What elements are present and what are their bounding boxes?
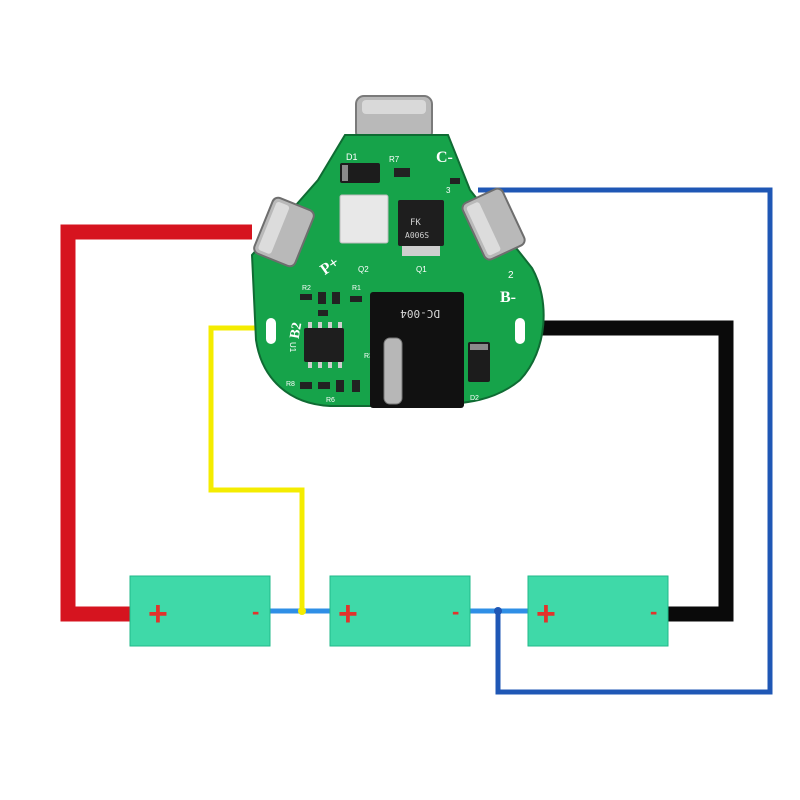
silk-r8: R8: [286, 381, 295, 388]
mosfet-q1: [398, 200, 444, 246]
silk-c-minus: C-: [436, 149, 453, 166]
right-nickel-tab: [461, 187, 526, 261]
cell-negative-sign: -: [650, 599, 657, 624]
cell-negative-sign: -: [252, 599, 259, 624]
cell-negative-sign: -: [452, 599, 459, 624]
diode-d1: [340, 163, 380, 183]
silk-r6: R6: [326, 397, 335, 404]
cell-positive-sign: +: [338, 595, 358, 633]
battery-cell: + -: [129, 575, 271, 647]
ic-u1: [304, 328, 344, 362]
cell-positive-sign: +: [148, 595, 168, 633]
silk-d1: D1: [346, 152, 358, 162]
silk-r1: R1: [352, 285, 361, 292]
silk-q2: Q2: [358, 265, 369, 274]
cell-positive-sign: +: [536, 595, 556, 633]
yellow-wire: [208, 325, 305, 611]
red-wire: [60, 224, 252, 622]
silk-b2: B2: [288, 321, 306, 340]
battery-cells: + - + - + -: [129, 575, 669, 647]
bms-board: D1 R7 C- FK A006S Q1 Q2 3 P+ 2 B- B2 R1 …: [250, 95, 545, 408]
black-wire: [522, 320, 734, 622]
silk-u1: U1: [288, 342, 297, 353]
top-nickel-tab-shade: [362, 100, 426, 114]
pad-white-large: [339, 194, 389, 244]
blue-wire: [478, 187, 773, 695]
mosfet-marking-1: FK: [410, 218, 421, 228]
battery-cell: + -: [527, 575, 669, 647]
pad-b-minus-slot: [515, 318, 525, 344]
silk-r3-mid: R3: [364, 353, 373, 360]
silk-r2: R2: [302, 285, 311, 292]
blue-junction-dot: [494, 607, 502, 615]
mosfet-marking-2: A006S: [405, 231, 429, 240]
yellow-junction-dot: [298, 607, 306, 615]
silk-q1: Q1: [416, 265, 427, 274]
dc-connector-label: DC-004: [400, 307, 440, 320]
battery-cell: + -: [329, 575, 471, 647]
silk-r3: 3: [446, 186, 451, 195]
pad-b2-slot: [266, 318, 276, 344]
resistor-r7: [394, 168, 410, 177]
silk-b-minus: B-: [500, 289, 516, 306]
silk-two: 2: [508, 270, 514, 281]
diode-d2: [468, 342, 490, 382]
silk-d2: D2: [470, 395, 479, 402]
wires: [60, 187, 773, 695]
silk-r7: R7: [389, 155, 400, 164]
left-nickel-tab: [253, 196, 315, 268]
